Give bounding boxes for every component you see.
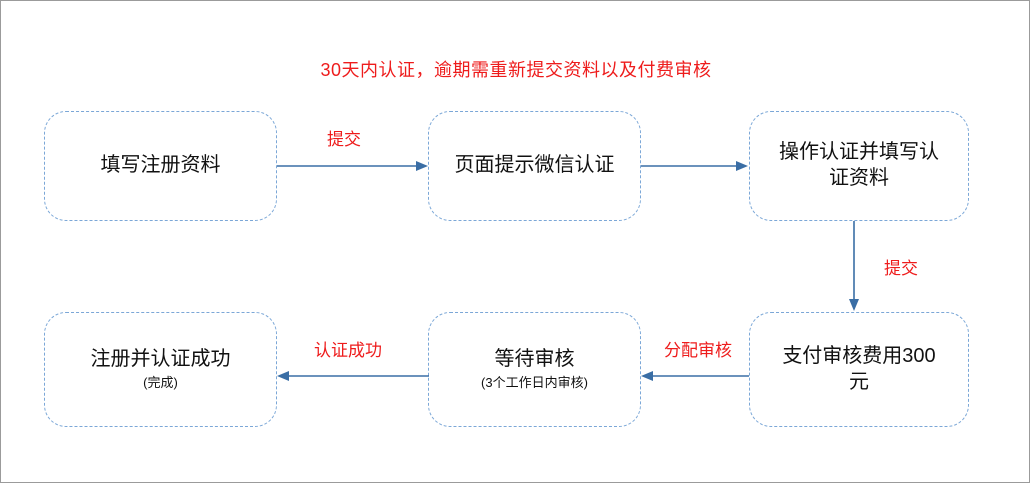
node-wechat-tip[interactable]: 页面提示微信认证 bbox=[428, 111, 641, 221]
node-pay[interactable]: 支付审核费用300 元 bbox=[749, 312, 969, 427]
node-verify[interactable]: 操作认证并填写认 证资料 bbox=[749, 111, 969, 221]
node-register-label: 填写注册资料 bbox=[100, 154, 221, 177]
node-done[interactable]: 注册并认证成功 (完成) bbox=[44, 312, 277, 427]
node-done-sublabel: (完成) bbox=[143, 374, 178, 390]
arrow-register-to-wechat-tip bbox=[277, 159, 429, 173]
arrow-wechat-tip-to-verify bbox=[641, 159, 749, 173]
arrow-waiting-to-done bbox=[277, 369, 429, 383]
diagram-title: 30天内认证，逾期需重新提交资料以及付费审核 bbox=[320, 60, 712, 80]
edge-label-assign-review: 分配审核 bbox=[664, 341, 732, 360]
node-verify-label: 操作认证并填写认 证资料 bbox=[779, 141, 939, 189]
edge-label-submit-2: 提交 bbox=[884, 259, 918, 278]
node-waiting[interactable]: 等待审核 (3个工作日内审核) bbox=[428, 312, 641, 427]
edge-label-submit-1: 提交 bbox=[327, 130, 361, 149]
arrow-pay-to-waiting bbox=[641, 369, 749, 383]
arrow-verify-to-pay bbox=[847, 221, 861, 312]
node-waiting-sublabel: (3个工作日内审核) bbox=[481, 374, 588, 390]
node-register[interactable]: 填写注册资料 bbox=[44, 111, 277, 221]
node-pay-label: 支付审核费用300 元 bbox=[782, 344, 936, 393]
node-wechat-tip-label: 页面提示微信认证 bbox=[454, 154, 615, 177]
node-done-label: 注册并认证成功 bbox=[90, 348, 231, 371]
edge-label-verify-success: 认证成功 bbox=[314, 341, 382, 360]
node-waiting-label: 等待审核 bbox=[494, 348, 575, 371]
